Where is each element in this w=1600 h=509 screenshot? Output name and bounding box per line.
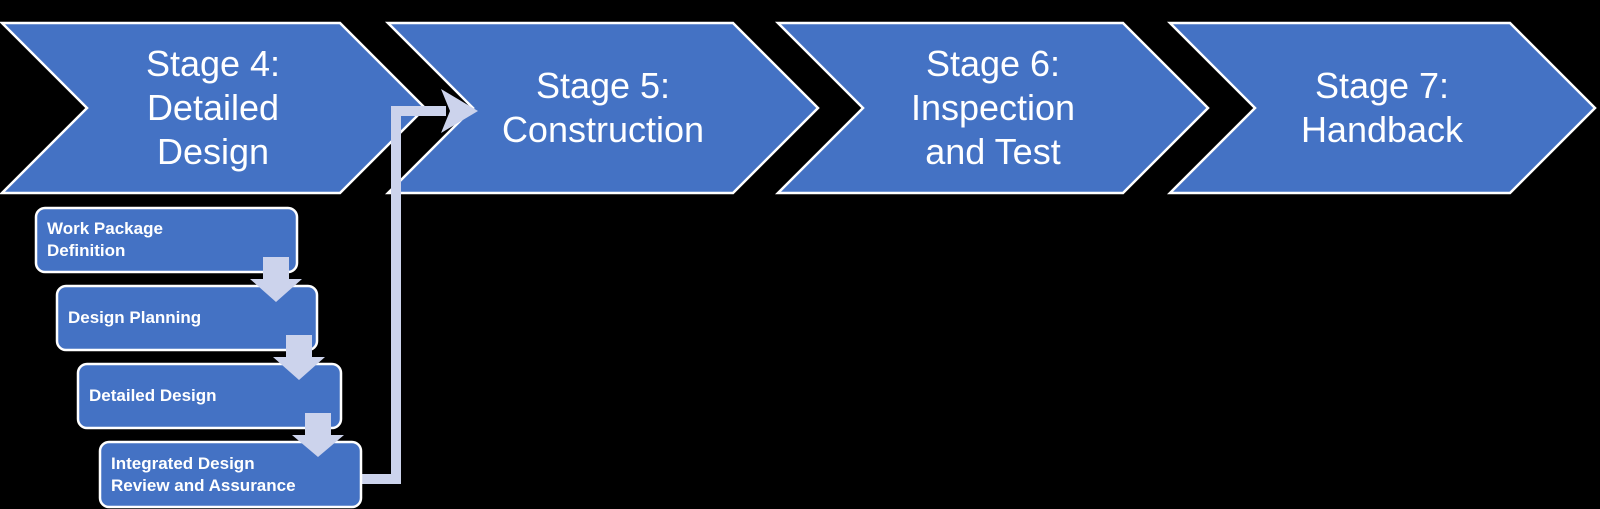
chevron-stage-5 [384,21,820,195]
chevron-stage-6 [774,21,1210,195]
box-detailed-design [76,362,343,430]
box-integrated-design-review [98,440,363,509]
chevron-stage-4 [0,21,427,195]
chevron-stage-7 [1166,21,1597,195]
feedback-connector-line [358,106,446,484]
box-work-package-definition [34,206,299,274]
down-arrow-icon-3 [292,413,344,457]
box-design-planning [55,284,319,352]
down-arrow-icon-1 [250,257,302,302]
down-arrow-icon-2 [273,335,325,380]
feedback-connector-arrowhead-icon [441,89,478,133]
